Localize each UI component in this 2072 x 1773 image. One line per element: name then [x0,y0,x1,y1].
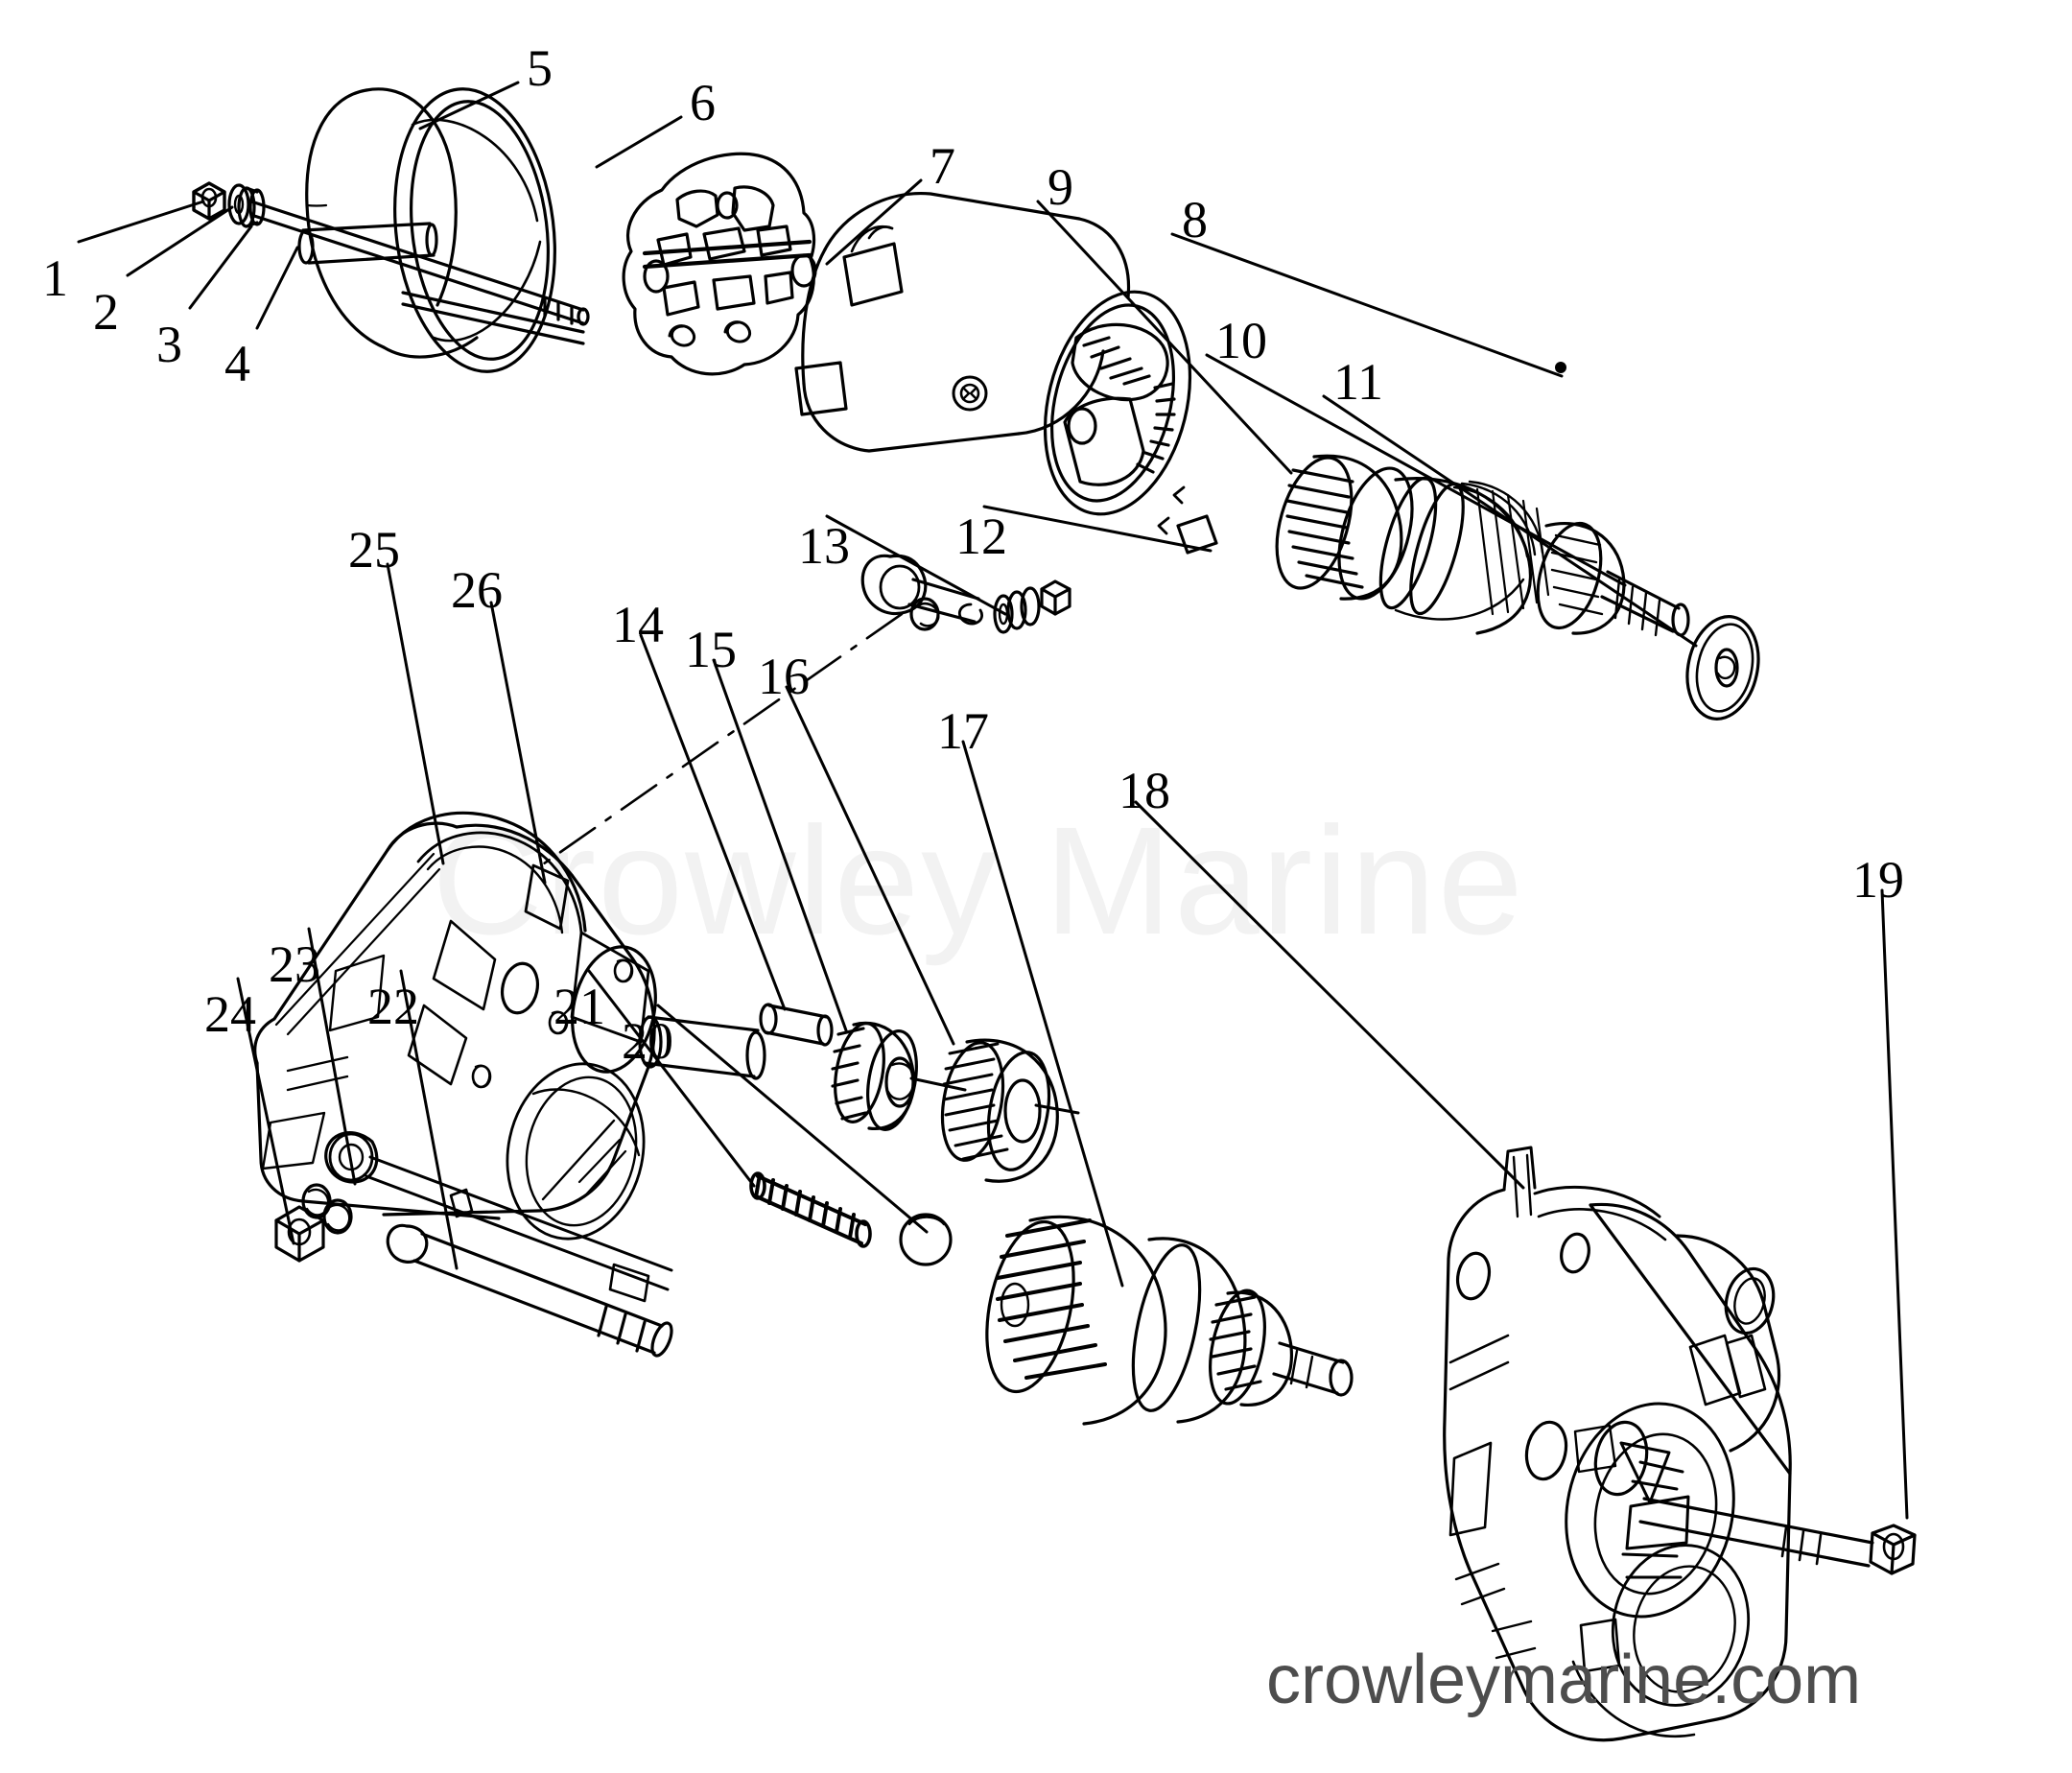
callout-8: 8 [1182,191,1208,248]
callout-9: 9 [1048,158,1073,216]
callout-20: 20 [622,1012,673,1070]
callout-1: 1 [42,249,68,307]
callout-13: 13 [798,517,850,575]
part-woodruff-key [1157,485,1218,555]
callout-15: 15 [685,621,737,678]
callout-7: 7 [930,137,955,195]
part-steel-ball [899,1213,953,1266]
part-armature [1275,362,1690,637]
part-pinion-gear [831,1021,967,1131]
part-dowel-pin [297,222,438,265]
leader-lines [77,81,1909,1520]
callout-5: 5 [527,39,553,97]
callout-17: 17 [937,702,989,760]
callout-11: 11 [1333,353,1383,411]
callout-10: 10 [1215,312,1267,369]
callout-21: 21 [553,978,605,1035]
part-return-spring [749,1171,872,1248]
part-terminal-stud-group [860,554,1071,634]
part-roll-pin [759,1003,834,1047]
part-reduction-gear [940,1038,1080,1183]
callout-24: 24 [204,985,256,1043]
callout-16: 16 [758,648,810,705]
callout-2: 2 [93,283,119,341]
part-housing-bolt-group [274,1131,673,1358]
part-mounting-bracket [1443,1146,1792,1742]
part-motor-yoke [794,191,1192,516]
callout-25: 25 [348,521,400,579]
callout-12: 12 [955,508,1007,565]
callout-3: 3 [156,316,182,373]
part-bracket-bolt [1638,1497,1917,1575]
callout-14: 14 [612,596,664,653]
part-starter-drive [985,1215,1354,1426]
footer-watermark: crowleymarine.com [1266,1642,1862,1718]
callout-22: 22 [367,978,419,1035]
callout-18: 18 [1118,762,1170,819]
callout-6: 6 [690,74,716,131]
part-through-bolt-group [192,181,590,345]
callout-23: 23 [269,935,320,993]
callout-26: 26 [451,561,503,619]
part-field-frame [305,87,556,373]
callout-19: 19 [1852,851,1904,909]
callout-4: 4 [224,335,250,392]
part-thrust-washer [1685,615,1760,721]
part-brush-holder [622,152,817,376]
